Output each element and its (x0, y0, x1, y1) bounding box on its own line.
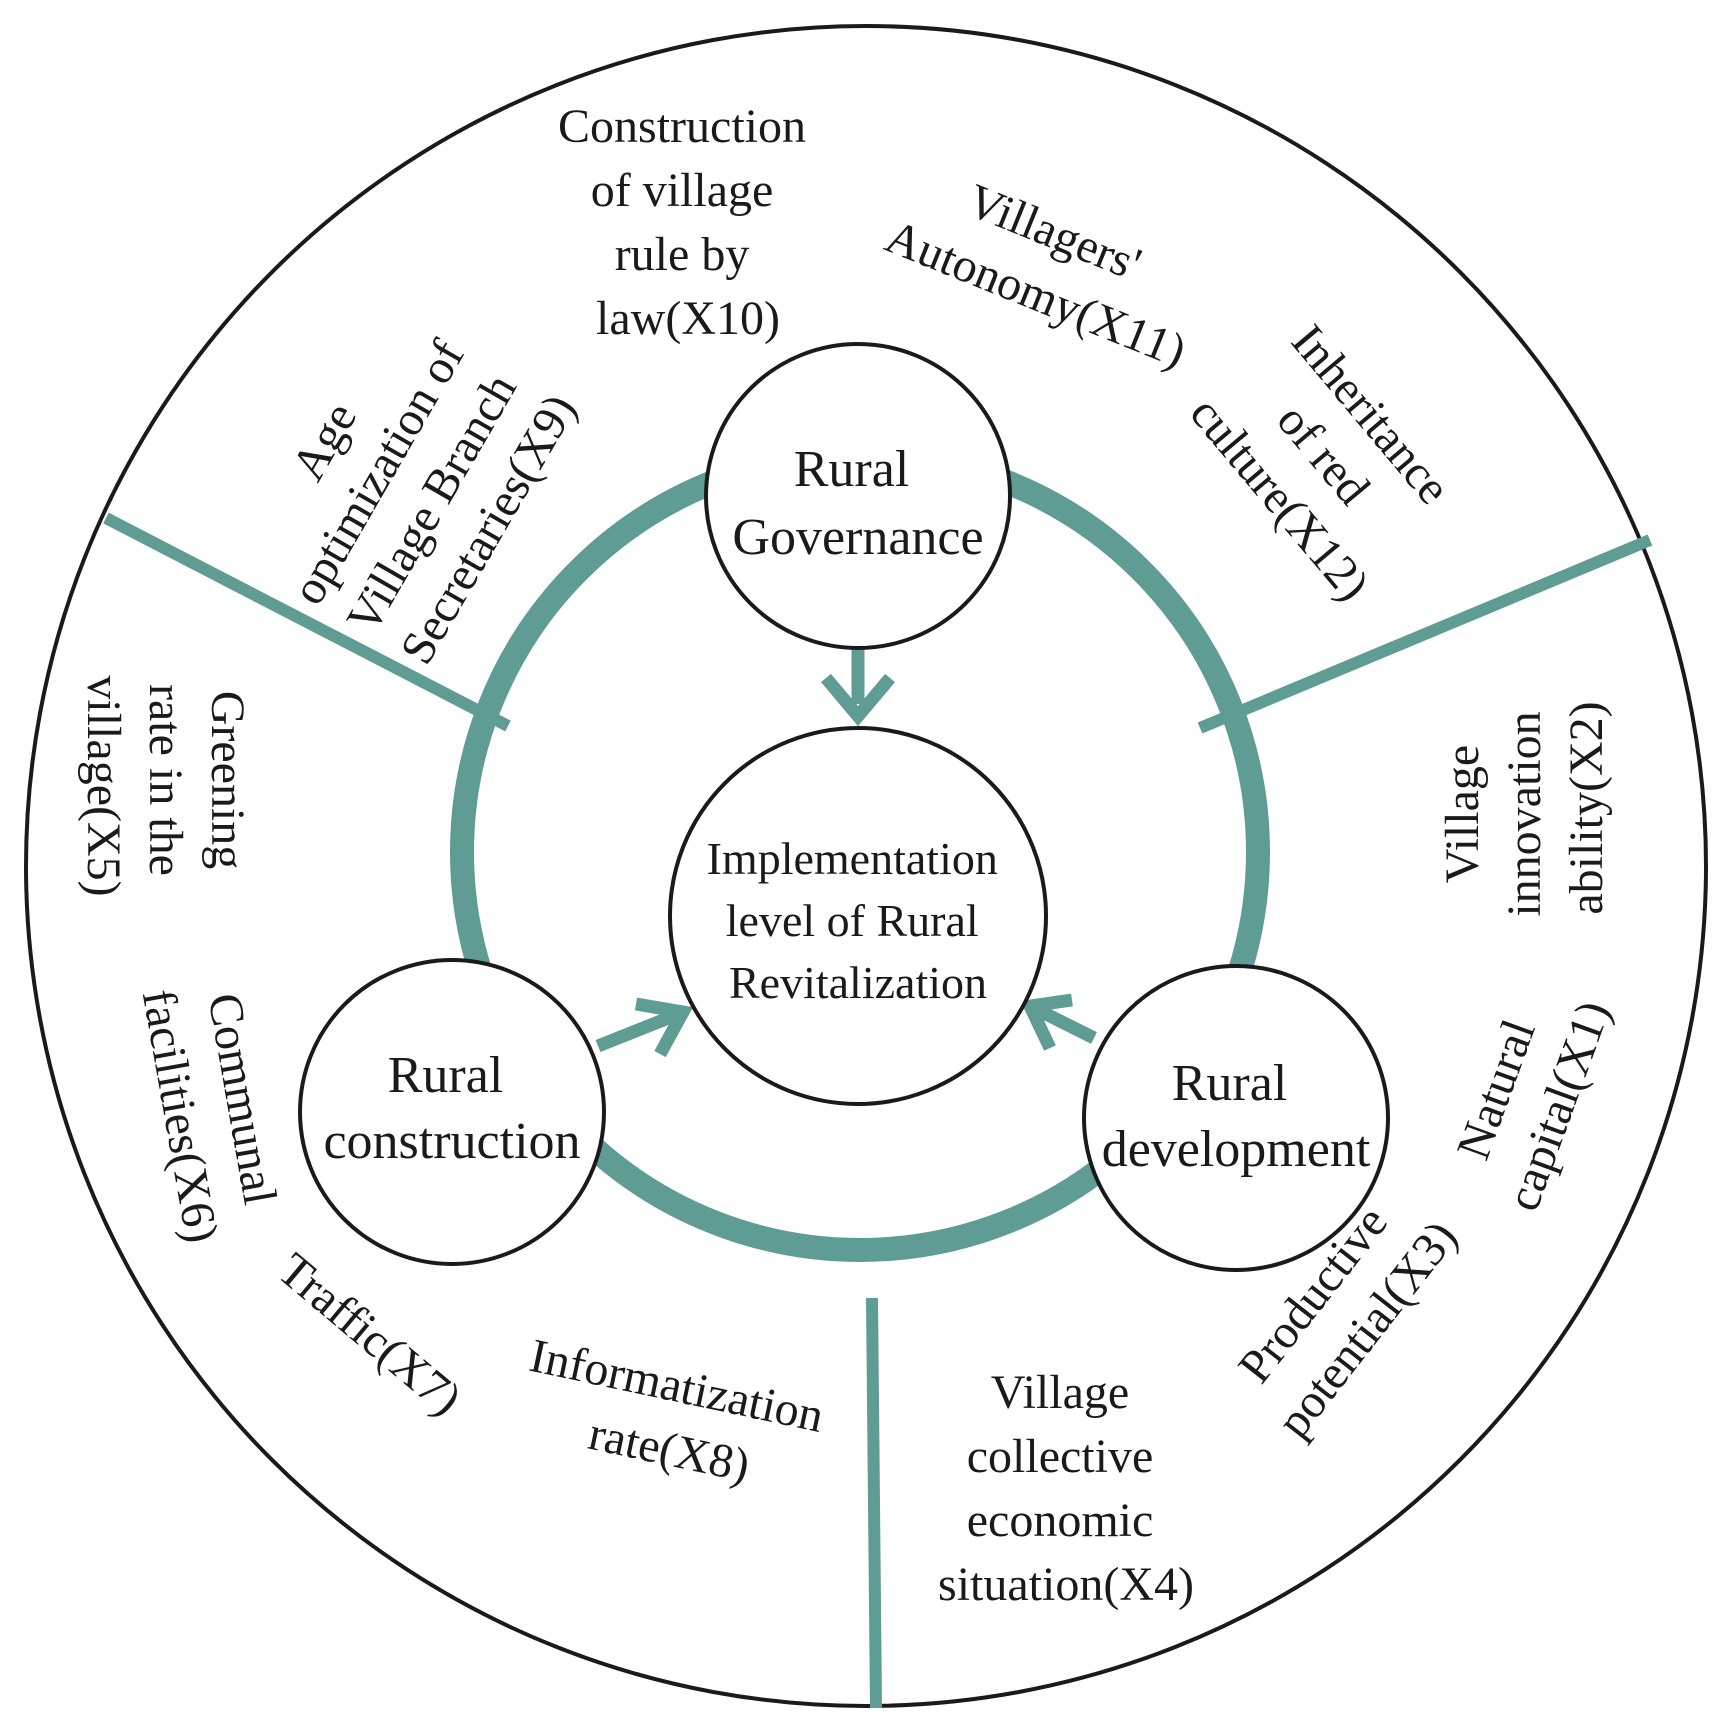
indicator-x10: Construction of village rule by law(X10) (558, 100, 818, 345)
svg-text:Informatization rate(X8): Informatization rate(X8) (512, 1329, 840, 1508)
svg-text:Rural Governance: Rural Governance (732, 441, 983, 566)
indicator-line: Construction (558, 100, 806, 153)
node-label-line: Rural (388, 1047, 504, 1104)
indicator-line: law(X10) (596, 292, 780, 345)
node-label-line: construction (323, 1113, 580, 1170)
node-rural-construction: Rural construction (298, 958, 606, 1266)
node-label-line: Governance (732, 509, 983, 566)
arrow-construction-to-center (595, 997, 694, 1058)
svg-text:Construction of village: Construction of village rule by law(X10) (558, 100, 818, 345)
indicator-x5: Greening rate in the village(X5) (77, 675, 254, 896)
svg-text:Village innovation: Village innovation ability(X2) (1436, 699, 1613, 916)
svg-text:Communal facilities(X6): Communal facilities(X6) (132, 974, 292, 1246)
outer-circle (24, 24, 1708, 1708)
svg-text:Inheritance of red: Inheritance of red culture(X12) (1180, 307, 1475, 611)
indicator-line: situation(X4) (938, 1558, 1194, 1611)
svg-text:Villagers' Autonomy(X11): Villagers' Autonomy(X11) (878, 151, 1217, 379)
node-label-line: development (1102, 1121, 1371, 1178)
indicator-x8: Informatization rate(X8) (512, 1329, 840, 1508)
indicator-x4: Village collective economic situation(X4… (938, 1366, 1194, 1611)
node-rural-governance: Rural Governance (704, 342, 1012, 650)
node-rural-development: Rural development (1082, 964, 1390, 1272)
arrow-development-to-center (1020, 993, 1097, 1051)
svg-text:Rural development: Rural development (1102, 1055, 1371, 1178)
indicator-line: Greening (201, 691, 254, 870)
indicator-line: Traffic(X7) (268, 1243, 472, 1426)
indicator-x12: Inheritance of red culture(X12) (1180, 307, 1475, 611)
node-label-line: Rural (1172, 1055, 1288, 1112)
arrow-governance-to-center (821, 648, 895, 727)
svg-text:Natural capital(X1): Natural capital(X1) (1436, 972, 1621, 1217)
divider-line-upper-left (103, 512, 511, 732)
indicator-x1: Natural capital(X1) (1436, 972, 1621, 1218)
svg-text:Greening rate in the: Greening rate in the village(X5) (77, 675, 254, 896)
center-label-line: level of Rural (726, 895, 979, 946)
indicator-x7: Traffic(X7) (268, 1243, 472, 1426)
center-node: Implementation level of Rural Revitaliza… (668, 726, 1048, 1106)
indicator-line: ability(X2) (1560, 701, 1613, 914)
indicator-line: economic (967, 1494, 1154, 1547)
indicator-line: rule by (615, 228, 750, 281)
indicator-x6: Communal facilities(X6) (132, 974, 292, 1246)
indicator-line: rate in the (139, 684, 192, 876)
divider-line-bottom (866, 1297, 882, 1709)
indicator-line: collective (967, 1430, 1154, 1483)
center-label-line: Implementation (707, 833, 998, 884)
svg-text:Rural construction: Rural construction (323, 1047, 580, 1170)
indicator-x2: Village innovation ability(X2) (1436, 699, 1613, 916)
node-label-line: Rural (794, 441, 910, 498)
indicator-line: innovation (1498, 711, 1551, 916)
divider-line-upper-right (1197, 534, 1653, 734)
indicator-line: village(X5) (77, 675, 130, 896)
indicator-line: Village (1436, 745, 1489, 883)
indicator-x11: Villagers' Autonomy(X11) (878, 151, 1217, 379)
center-label-line: Revitalization (729, 957, 987, 1008)
svg-text:Village collective: Village collective economic situation(X4… (938, 1366, 1194, 1611)
svg-text:Implementation level of: Implementation level of Rural Revitaliza… (707, 833, 1010, 1008)
indicator-line: Village (991, 1366, 1129, 1419)
indicator-line: of village (591, 164, 774, 217)
svg-text:Traffic(X7): Traffic(X7) (268, 1243, 472, 1426)
